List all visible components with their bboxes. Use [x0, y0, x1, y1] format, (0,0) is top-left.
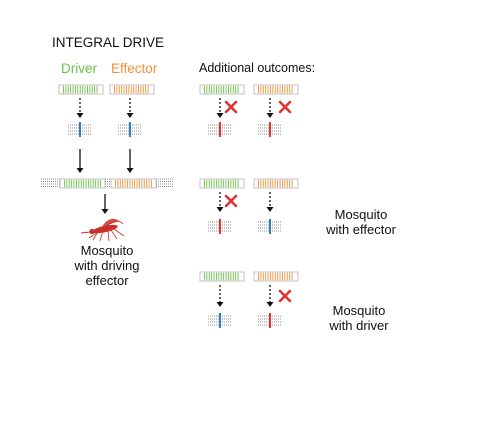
flanking-dna: [156, 178, 173, 187]
outcome-line: Mosquito: [334, 207, 388, 222]
x-stroke: [224, 100, 238, 114]
flanking-dna: [105, 178, 111, 187]
outcome-driver: Mosquito with driver: [304, 303, 414, 334]
red-x-icon: [278, 289, 292, 303]
arrow-head: [126, 113, 134, 118]
mosquito-leg: [99, 230, 104, 242]
solid-arrow-icon: [126, 149, 134, 173]
outcome-line: with effector: [326, 221, 396, 237]
solid-arrow-icon: [101, 194, 109, 214]
cassette-outline: [58, 84, 104, 95]
driver-cassette: [199, 84, 245, 95]
red-x-icon: [224, 194, 238, 208]
target-site: [258, 219, 282, 234]
outcome-line: with driving: [74, 257, 140, 273]
cassette-outline: [253, 178, 299, 189]
arrow-head: [76, 168, 84, 173]
diagram-title: INTEGRAL DRIVE: [52, 35, 165, 50]
x-stroke: [278, 289, 292, 303]
arrow-head: [266, 113, 274, 118]
effector-cassette: [253, 84, 299, 95]
cassette-outline: [199, 271, 245, 282]
outcome-effector: Mosquito with effector: [306, 207, 416, 238]
solid-arrow-icon: [76, 149, 84, 173]
outcome-line: with driver: [329, 317, 389, 333]
cassette-outline: [253, 84, 299, 95]
driver-cassette: [58, 84, 104, 95]
mosquito-proboscis: [80, 231, 91, 234]
arrow-head: [216, 207, 224, 212]
arrow-head: [216, 113, 224, 118]
arrow-head: [266, 302, 274, 307]
dashed-arrow-icon: [266, 285, 274, 307]
x-stroke: [224, 194, 238, 208]
red-x-icon: [278, 100, 292, 114]
mosquito-wing: [106, 220, 124, 227]
outcome-line: effector: [85, 272, 129, 288]
x-stroke: [278, 100, 292, 114]
target-site: [258, 313, 282, 328]
dashed-arrow-icon: [76, 98, 84, 118]
target-site: [208, 219, 232, 234]
flanking-dna: [41, 178, 60, 187]
integrated-driver: [59, 178, 106, 189]
outcome-line: Mosquito: [332, 303, 386, 318]
mosquito-leg: [107, 230, 110, 242]
dashed-arrow-icon: [216, 285, 224, 307]
target-site: [118, 122, 142, 137]
driver-cassette: [199, 271, 245, 282]
mosquito-leg: [113, 228, 125, 237]
dashed-arrow-icon: [216, 192, 224, 212]
effector-cassette: [253, 178, 299, 189]
arrow-head: [126, 168, 134, 173]
mosquito-head: [89, 228, 95, 235]
cassette-outline: [199, 84, 245, 95]
cassette-outline: [253, 271, 299, 282]
outcome-line: Mosquito: [80, 243, 134, 258]
arrow-head: [76, 113, 84, 118]
target-site: [208, 122, 232, 137]
red-x-icon: [224, 100, 238, 114]
arrow-head: [101, 209, 109, 214]
target-site: [68, 122, 92, 137]
arrow-head: [266, 207, 274, 212]
effector-cassette: [109, 84, 155, 95]
outcome-driving-effector: Mosquito with driving effector: [40, 243, 174, 289]
dashed-arrow-icon: [126, 98, 134, 118]
target-site: [208, 313, 232, 328]
target-site: [258, 122, 282, 137]
cassette-outline: [199, 178, 245, 189]
driver-cassette: [199, 178, 245, 189]
driver-label: Driver: [61, 61, 97, 76]
dashed-arrow-icon: [216, 98, 224, 118]
dashed-arrow-icon: [266, 98, 274, 118]
arrow-head: [216, 302, 224, 307]
dashed-arrow-icon: [266, 192, 274, 212]
additional-outcomes-title: Additional outcomes:: [199, 61, 316, 75]
integrated-effector: [110, 178, 157, 189]
effector-label: Effector: [111, 61, 158, 76]
mosquito-leg: [88, 229, 102, 239]
mosquito-leg: [110, 229, 118, 240]
effector-cassette: [253, 271, 299, 282]
cassette-outline: [109, 84, 155, 95]
mosquito-icon: [80, 218, 125, 242]
